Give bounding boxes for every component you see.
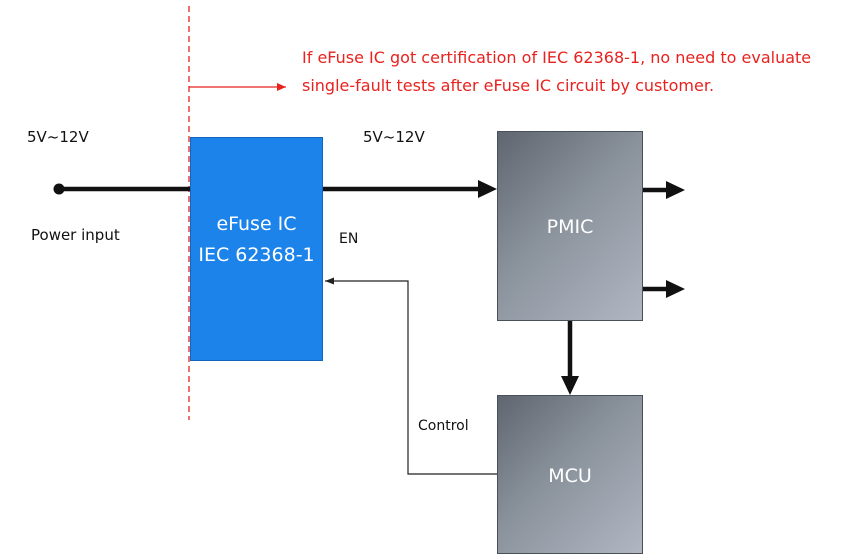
mcu-label: MCU [548,464,592,487]
en-pin-label: EN [339,231,359,247]
pmic-to-mcu-arrowhead [561,376,579,395]
power-input-label: Power input [31,226,120,244]
certification-note-line-2: single-fault tests after eFuse IC circui… [302,76,715,95]
pmic-block: PMIC [497,131,643,321]
certification-note: If eFuse IC got certification of IEC 623… [302,44,842,100]
mcu-block: MCU [497,395,643,554]
pmic-label: PMIC [546,216,594,238]
input-voltage-label: 5V~12V [27,128,89,146]
pmic-output-1-arrowhead [666,181,685,199]
efuse-ic-standard: IEC 62368-1 [198,244,315,266]
control-feedback-line [325,277,497,475]
pmic-output-2-arrowhead [666,280,685,298]
efuse-ic-block: eFuse IC IEC 62368-1 [190,137,323,361]
control-label: Control [418,418,469,434]
certification-note-line-1: If eFuse IC got certification of IEC 623… [302,48,812,67]
efuse-to-pmic-arrowhead [478,180,497,198]
output-voltage-label: 5V~12V [363,128,425,146]
efuse-ic-title: eFuse IC [216,213,297,235]
